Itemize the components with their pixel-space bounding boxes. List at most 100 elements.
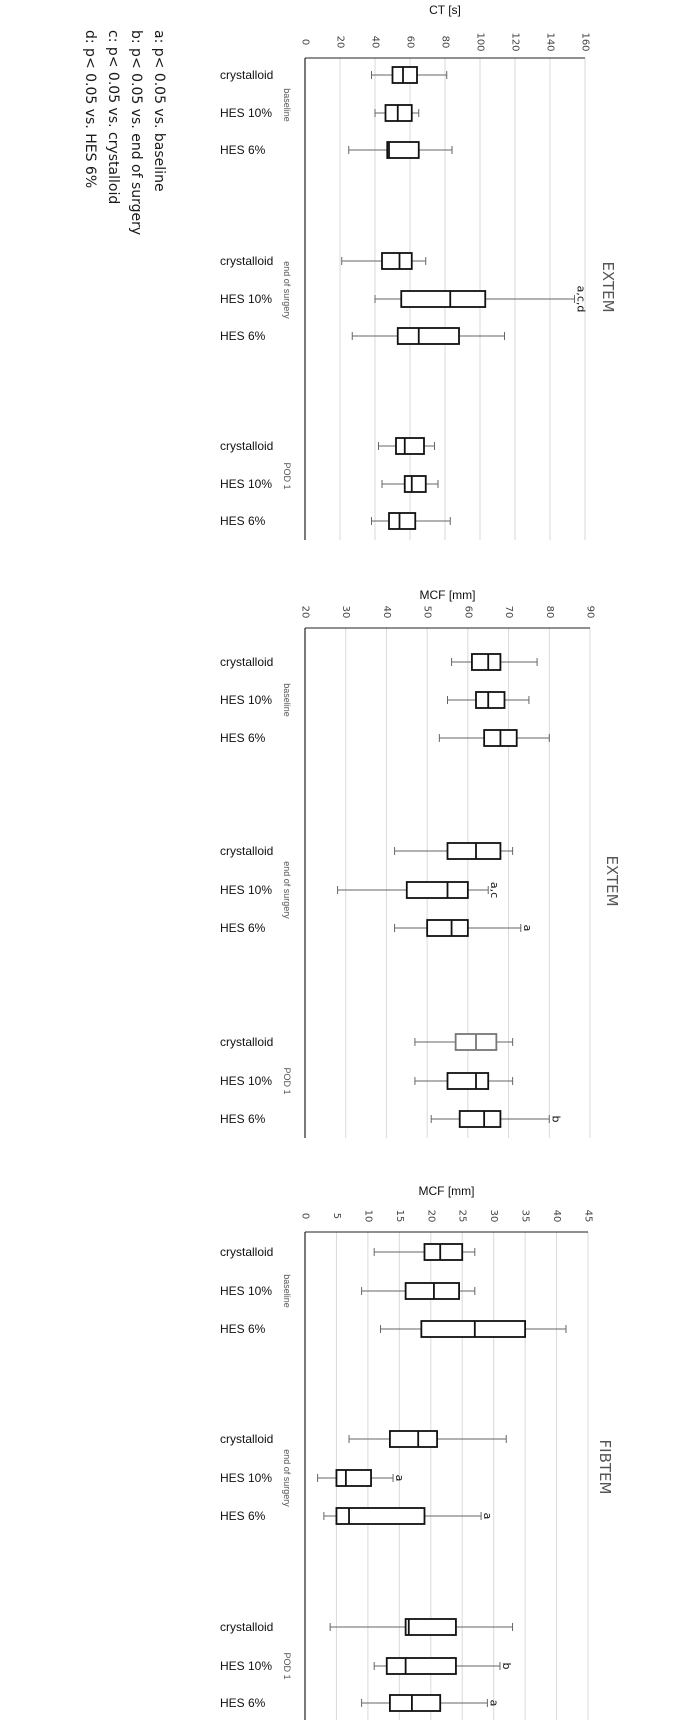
group-label: end of surgery (282, 1449, 292, 1507)
category-label: HES 6% (220, 1322, 266, 1336)
category-label: HES 10% (220, 693, 272, 707)
interquartile-box (403, 475, 427, 493)
tick-label: 60 (462, 606, 473, 619)
box-hes-6- (430, 1110, 550, 1128)
tick-label: 160 (580, 32, 591, 51)
box-hes-6- (371, 512, 451, 530)
interquartile-box (420, 1320, 527, 1338)
interquartile-box (386, 141, 420, 159)
group-label: POD 1 (282, 462, 292, 489)
category-label: HES 10% (220, 1471, 272, 1485)
tick-label: 20 (425, 1210, 436, 1223)
tick-label: 80 (440, 36, 451, 49)
tick-label: 20 (300, 606, 311, 619)
group-label: end of surgery (282, 261, 292, 319)
interquartile-box (471, 653, 502, 671)
box-crystalloid (394, 842, 514, 860)
box-crystalloid (451, 653, 538, 671)
group-label: baseline (282, 1274, 292, 1308)
tick-label: 25 (457, 1210, 468, 1223)
tick-label: 20 (335, 36, 346, 49)
tick-label: 0 (300, 1213, 311, 1219)
box-hes-6- (438, 729, 550, 747)
category-label: crystalloid (220, 655, 273, 669)
group-label: end of surgery (282, 861, 292, 919)
tick-label: 70 (503, 606, 514, 619)
category-label: HES 6% (220, 731, 266, 745)
interquartile-box (404, 1618, 457, 1636)
box-hes-6- (379, 1320, 567, 1338)
category-label: crystalloid (220, 439, 273, 453)
tick-label: 90 (585, 606, 596, 619)
tick-label: 50 (422, 606, 433, 619)
interquartile-box (335, 1469, 372, 1487)
significance-annotation: a,c,d (575, 286, 588, 313)
interquartile-box (446, 842, 502, 860)
group-label: baseline (282, 88, 292, 122)
category-label: crystalloid (220, 1432, 273, 1446)
legend-item-3: c: p< 0.05 vs. crystalloid (105, 30, 121, 204)
category-label: crystalloid (220, 844, 273, 858)
category-label: HES 10% (220, 1659, 272, 1673)
significance-annotation: a (521, 925, 534, 932)
box-hes-6- (361, 1694, 488, 1712)
box-hes-10- (361, 1282, 476, 1300)
category-label: crystalloid (220, 1245, 273, 1259)
category-label: HES 6% (220, 921, 266, 935)
category-label: HES 6% (220, 1509, 266, 1523)
interquartile-box (385, 1657, 457, 1675)
tick-label: 100 (475, 32, 486, 51)
box-crystalloid (371, 66, 448, 84)
tick-label: 40 (551, 1210, 562, 1223)
box-hes-10- (317, 1469, 394, 1487)
interquartile-box (388, 1694, 442, 1712)
category-label: HES 6% (220, 143, 266, 157)
category-label: HES 6% (220, 329, 266, 343)
legend-item-4: d: p< 0.05 vs. HES 6% (82, 30, 98, 188)
tick-label: 30 (340, 606, 351, 619)
group-label: POD 1 (282, 1652, 292, 1679)
interquartile-box (423, 1243, 464, 1261)
category-label: HES 10% (220, 106, 272, 120)
interquartile-box (381, 252, 413, 270)
axis-title: CT [s] (429, 3, 461, 17)
panel-title: EXTEM (599, 261, 617, 312)
category-label: HES 10% (220, 1284, 272, 1298)
tick-label: 80 (544, 606, 555, 619)
interquartile-box (404, 1282, 460, 1300)
box-hes-10- (374, 104, 420, 122)
category-label: HES 10% (220, 1074, 272, 1088)
tick-label: 60 (405, 36, 416, 49)
box-hes-10- (414, 1072, 514, 1090)
interquartile-box (391, 66, 418, 84)
interquartile-box (400, 290, 487, 308)
tick-label: 10 (362, 1210, 373, 1223)
box-crystalloid (341, 252, 427, 270)
panel-title: EXTEM (603, 855, 621, 906)
significance-annotation: a (481, 1513, 494, 1520)
category-label: HES 10% (220, 477, 272, 491)
interquartile-box (396, 327, 460, 345)
box-crystalloid (373, 1243, 476, 1261)
box-hes-10- (381, 475, 439, 493)
box-crystalloid (348, 1430, 507, 1448)
category-label: crystalloid (220, 68, 273, 82)
chart-panels: 0 20 40 60 80 100 120 140 160 CT [s] EXTEM baseline… (220, 3, 621, 1720)
significance-annotation: a (487, 1700, 500, 1707)
tick-label: 140 (545, 32, 556, 51)
category-label: crystalloid (220, 1620, 273, 1634)
tick-label: 120 (510, 32, 521, 51)
box-crystalloid (329, 1618, 514, 1636)
significance-annotation: b (500, 1663, 513, 1670)
category-label: HES 6% (220, 1696, 266, 1710)
significance-annotation: a (393, 1475, 406, 1482)
box-crystalloid (414, 1033, 514, 1051)
category-label: crystalloid (220, 254, 273, 268)
tick-label: 5 (331, 1213, 342, 1219)
category-label: HES 6% (220, 1112, 266, 1126)
